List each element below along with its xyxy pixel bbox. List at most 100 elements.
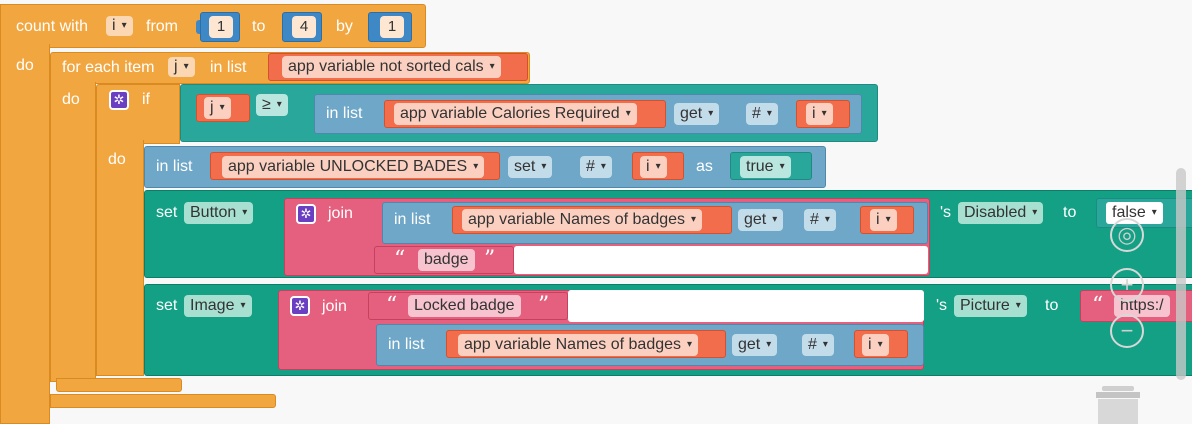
true-boolean-dropdown[interactable]: true ▾ bbox=[740, 156, 791, 178]
image-s-label: 's bbox=[936, 297, 948, 314]
chevron-down-icon: ▾ bbox=[1151, 207, 1157, 218]
chevron-down-icon: ▾ bbox=[276, 99, 282, 110]
chevron-down-icon: ▾ bbox=[489, 61, 495, 72]
j-getter-name: j bbox=[210, 99, 214, 116]
zoom-in-icon[interactable]: + bbox=[1110, 268, 1144, 302]
count-with-block-spine bbox=[0, 44, 50, 424]
unlocked-index-name: i bbox=[646, 158, 650, 175]
chevron-down-icon: ▾ bbox=[1015, 300, 1021, 311]
calories-op-dropdown[interactable]: get ▾ bbox=[674, 103, 720, 125]
chevron-down-icon: ▾ bbox=[779, 161, 785, 172]
chevron-down-icon: ▾ bbox=[708, 108, 714, 119]
unlocked-index-dropdown[interactable]: i▾ bbox=[640, 156, 667, 178]
image-names-dropdown[interactable]: app variable Names of badges▾ bbox=[458, 334, 699, 356]
image-property-name: Picture bbox=[960, 297, 1010, 314]
compare-operator: ≥ bbox=[262, 96, 271, 113]
unlocked-as-label: as bbox=[696, 158, 713, 175]
calories-in-list-label: in list bbox=[326, 105, 363, 122]
button-join-gear-icon[interactable]: ✲ bbox=[296, 204, 316, 224]
button-component-name: Button bbox=[190, 204, 237, 221]
calories-index-type: # bbox=[752, 105, 761, 122]
if-mutator-gear-icon[interactable]: ✲ bbox=[109, 90, 129, 110]
button-s-label: 's bbox=[940, 204, 952, 221]
locked-badge-string-field[interactable]: Locked badge bbox=[408, 295, 521, 317]
button-property-dropdown[interactable]: Disabled▾ bbox=[958, 202, 1044, 224]
button-names-index-type-dropdown[interactable]: #▾ bbox=[804, 209, 836, 231]
set-image-set-label: set bbox=[156, 297, 178, 314]
button-names-dropdown[interactable]: app variable Names of badges ▾ bbox=[462, 209, 703, 231]
not-sorted-cals-name: app variable not sorted cals bbox=[288, 58, 484, 75]
zoom-center-icon[interactable]: ◎ bbox=[1110, 218, 1144, 252]
chevron-down-icon: ▾ bbox=[183, 61, 189, 72]
join-empty-slot bbox=[514, 246, 928, 274]
button-join-label: join bbox=[328, 205, 353, 222]
counter-var-dropdown[interactable]: i▾ bbox=[106, 16, 133, 36]
image-in-list-label: in list bbox=[388, 336, 425, 353]
unlocked-op: set bbox=[514, 158, 536, 175]
button-names-index-name: i bbox=[876, 211, 880, 228]
locked-close-quote-icon: ” bbox=[538, 293, 550, 318]
for-each-do-label: do bbox=[62, 91, 80, 108]
unlocked-bades-dropdown[interactable]: app variable UNLOCKED BADES▾ bbox=[222, 156, 485, 178]
calories-required-dropdown[interactable]: app variable Calories Required▾ bbox=[394, 103, 637, 125]
chevron-down-icon: ▾ bbox=[1032, 207, 1038, 218]
image-join-empty-slot bbox=[568, 290, 924, 322]
false-boolean-value: false bbox=[1112, 204, 1146, 221]
chevron-down-icon: ▾ bbox=[655, 161, 661, 172]
chevron-down-icon: ▾ bbox=[541, 161, 547, 172]
calories-index-dropdown[interactable]: i▾ bbox=[806, 103, 833, 125]
image-names-index-dropdown[interactable]: i▾ bbox=[862, 334, 889, 356]
badge-open-quote-icon: “ bbox=[394, 247, 406, 272]
image-component-name: Image bbox=[190, 297, 235, 314]
button-names-index-dropdown[interactable]: i▾ bbox=[870, 209, 897, 231]
chevron-down-icon: ▾ bbox=[242, 207, 248, 218]
compare-operator-dropdown[interactable]: ≥▾ bbox=[256, 94, 288, 116]
badge-close-quote-icon: ” bbox=[484, 247, 496, 272]
to-number-field[interactable]: 4 bbox=[292, 16, 316, 38]
calories-index-name: i bbox=[812, 105, 816, 122]
unlocked-op-dropdown[interactable]: set ▾ bbox=[508, 156, 553, 178]
chevron-down-icon: ▾ bbox=[625, 108, 631, 119]
button-component-dropdown[interactable]: Button ▾ bbox=[184, 202, 254, 224]
button-names-name: app variable Names of badges bbox=[468, 211, 686, 228]
zoom-out-icon[interactable]: − bbox=[1110, 314, 1144, 348]
chevron-down-icon: ▾ bbox=[822, 339, 828, 350]
count-with-label: count with bbox=[16, 18, 89, 35]
set-button-set-label: set bbox=[156, 204, 178, 221]
image-to-label: to bbox=[1045, 297, 1059, 314]
image-names-index-type-dropdown[interactable]: #▾ bbox=[802, 334, 834, 356]
item-var-dropdown[interactable]: j▾ bbox=[168, 57, 195, 77]
chevron-down-icon: ▾ bbox=[821, 108, 827, 119]
chevron-down-icon: ▾ bbox=[691, 214, 697, 225]
image-join-gear-icon[interactable]: ✲ bbox=[290, 296, 310, 316]
image-property-dropdown[interactable]: Picture ▾ bbox=[954, 295, 1027, 317]
chevron-down-icon: ▾ bbox=[473, 161, 479, 172]
image-names-op: get bbox=[738, 336, 761, 353]
for-each-in-list-label: in list bbox=[210, 59, 247, 76]
button-names-op-dropdown[interactable]: get▾ bbox=[738, 209, 784, 231]
chevron-down-icon: ▾ bbox=[885, 214, 891, 225]
unlocked-index-type-dropdown[interactable]: #▾ bbox=[580, 156, 612, 178]
image-names-index-type: # bbox=[808, 336, 817, 353]
true-boolean-value: true bbox=[746, 158, 774, 175]
badge-string-field[interactable]: badge bbox=[418, 249, 475, 271]
j-getter-dropdown[interactable]: j▾ bbox=[204, 97, 231, 119]
vertical-scrollbar[interactable] bbox=[1176, 168, 1186, 380]
trash-icon[interactable] bbox=[1092, 386, 1144, 424]
not-sorted-cals-dropdown[interactable]: app variable not sorted cals ▾ bbox=[282, 56, 501, 78]
chevron-down-icon: ▾ bbox=[219, 102, 225, 113]
image-names-op-dropdown[interactable]: get▾ bbox=[732, 334, 778, 356]
calories-op: get bbox=[680, 105, 703, 122]
if-label: if bbox=[142, 91, 150, 108]
calories-index-type-dropdown[interactable]: #▾ bbox=[746, 103, 778, 125]
from-number-field[interactable]: 1 bbox=[209, 16, 233, 38]
chevron-down-icon: ▾ bbox=[240, 300, 246, 311]
chevron-down-icon: ▾ bbox=[600, 161, 606, 172]
url-open-quote-icon: “ bbox=[1092, 293, 1104, 318]
image-component-dropdown[interactable]: Image ▾ bbox=[184, 295, 252, 317]
by-number-field[interactable]: 1 bbox=[380, 16, 404, 38]
if-do-label: do bbox=[108, 151, 126, 168]
chevron-down-icon: ▾ bbox=[772, 214, 778, 225]
for-each-block-spine bbox=[50, 82, 96, 382]
